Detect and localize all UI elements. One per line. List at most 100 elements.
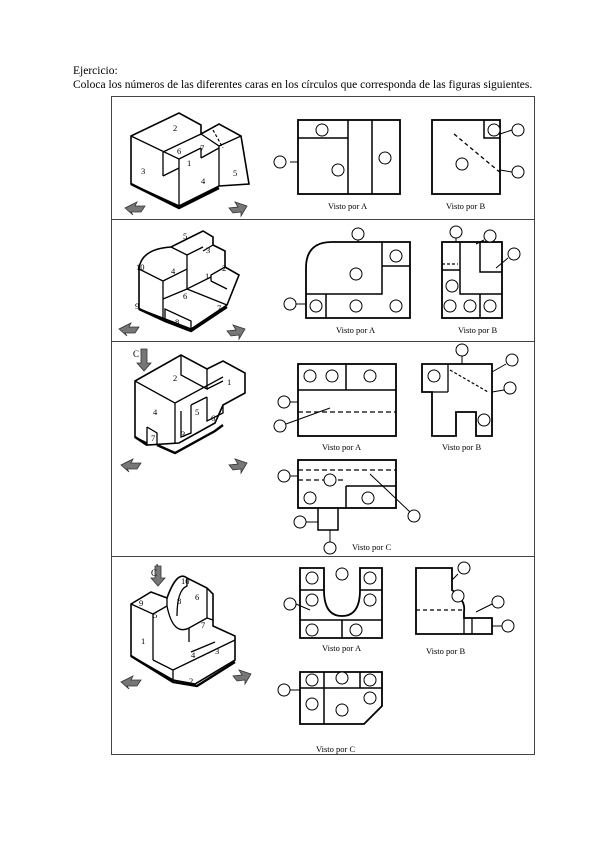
view-arrow-b-icon (232, 669, 252, 686)
view-arrow-b-icon (228, 201, 248, 218)
answer-circle[interactable] (443, 299, 457, 313)
answer-circle[interactable] (455, 343, 469, 357)
answer-circle[interactable] (363, 691, 377, 705)
face-label: 6 (195, 592, 199, 602)
answer-circle[interactable] (361, 491, 375, 505)
iso-figure-1: 2 6 7 1 3 4 5 (124, 112, 250, 218)
answer-circle[interactable] (351, 227, 365, 241)
face-label: 9 (135, 301, 139, 311)
answer-circle[interactable] (483, 299, 497, 313)
face-label: 8 (175, 317, 179, 327)
exercise-panel-4 (111, 556, 535, 755)
view-caption-c: Visto por C (352, 542, 391, 552)
view-arrow-c-icon (136, 348, 152, 372)
answer-circle[interactable] (303, 369, 317, 383)
face-label: 2 (173, 373, 177, 383)
answer-circle[interactable] (389, 299, 403, 313)
answer-circle[interactable] (315, 123, 329, 137)
exercise-title: Ejercicio: (73, 65, 118, 77)
answer-circle[interactable] (445, 279, 459, 293)
view-arrow-b-icon (226, 324, 246, 341)
view-caption-a: Visto por A (328, 201, 368, 211)
answer-circle[interactable] (451, 589, 465, 603)
face-label: 7 (200, 143, 204, 153)
answer-circle[interactable] (277, 469, 291, 483)
face-label: 10 (181, 576, 190, 586)
answer-circle[interactable] (349, 267, 363, 281)
view-caption-a: Visto por A (322, 442, 362, 452)
answer-circle[interactable] (309, 299, 323, 313)
answer-circle[interactable] (335, 703, 349, 717)
answer-circle[interactable] (487, 123, 501, 137)
answer-circle[interactable] (427, 369, 441, 383)
answer-circle[interactable] (378, 151, 392, 165)
face-label: 4 (201, 176, 206, 186)
answer-circle[interactable] (331, 163, 345, 177)
answer-circle[interactable] (303, 491, 317, 505)
answer-circle[interactable] (407, 509, 421, 523)
view-arrow-a-icon (118, 322, 140, 337)
answer-circle[interactable] (363, 593, 377, 607)
orthographic-views-3: Visto por A Visto por B Visto por C (273, 343, 519, 555)
answer-circle[interactable] (477, 413, 491, 427)
answer-circle[interactable] (483, 229, 497, 243)
answer-circle[interactable] (273, 419, 287, 433)
face-label: 5 (183, 231, 187, 241)
answer-circle[interactable] (511, 123, 525, 137)
view-caption-b: Visto por B (458, 325, 497, 335)
view-caption-c: Visto por C (316, 744, 355, 754)
answer-circle[interactable] (305, 593, 319, 607)
answer-circle[interactable] (293, 515, 307, 529)
face-label: 7 (201, 620, 205, 630)
answer-circle[interactable] (449, 225, 463, 239)
face-label: 3 (181, 429, 185, 439)
face-label: 5 (195, 407, 199, 417)
face-label: 3 (206, 245, 210, 255)
answer-circle[interactable] (277, 395, 291, 409)
view-caption-b: Visto por B (446, 201, 485, 211)
answer-circle[interactable] (503, 381, 517, 395)
answer-circle[interactable] (389, 249, 403, 263)
answer-circle[interactable] (501, 619, 515, 633)
orthographic-views-4: Visto por A Visto por B Visto por C (277, 561, 515, 754)
answer-circle[interactable] (273, 155, 287, 169)
face-label: 1 (205, 271, 209, 281)
answer-circle[interactable] (305, 571, 319, 585)
view-arrow-a-icon (120, 458, 142, 473)
answer-circle[interactable] (507, 247, 521, 261)
answer-circle[interactable] (277, 683, 291, 697)
answer-circle[interactable] (455, 157, 469, 171)
answer-circle[interactable] (457, 561, 471, 575)
face-label: 4 (191, 650, 196, 660)
iso-figure-2: 5 3 4 2 10 1 6 9 7 8 (118, 230, 246, 341)
answer-circle[interactable] (463, 299, 477, 313)
view-caption-a: Visto por A (336, 325, 376, 335)
face-label: 1 (227, 377, 231, 387)
answer-circle[interactable] (305, 697, 319, 711)
face-label: 2 (189, 676, 193, 686)
answer-circle[interactable] (511, 165, 525, 179)
answer-circle[interactable] (335, 567, 349, 581)
face-label: 3 (141, 166, 145, 176)
answer-circle[interactable] (323, 541, 337, 555)
face-label: 7 (151, 433, 155, 443)
orthographic-views-1: Visto por A Visto por B (273, 119, 525, 211)
answer-circle[interactable] (363, 571, 377, 585)
answer-circle[interactable] (491, 595, 505, 609)
answer-circle[interactable] (283, 297, 297, 311)
answer-circle[interactable] (325, 369, 339, 383)
iso-figure-4: C 10 9 8 6 5 1 7 4 3 2 (120, 563, 252, 690)
answer-circle[interactable] (363, 369, 377, 383)
answer-circle[interactable] (323, 473, 337, 487)
answer-circle[interactable] (283, 597, 297, 611)
answer-circle[interactable] (335, 671, 349, 685)
answer-circle[interactable] (305, 623, 319, 637)
answer-circle[interactable] (363, 673, 377, 687)
answer-circle[interactable] (305, 673, 319, 687)
iso-figure-3: C 2 1 4 5 6 7 3 (120, 348, 248, 475)
exercise-instruction: Coloca los números de las diferentes car… (73, 79, 533, 91)
orthographic-views-2: Visto por A Visto por B (283, 225, 521, 335)
answer-circle[interactable] (349, 623, 363, 637)
answer-circle[interactable] (505, 353, 519, 367)
answer-circle[interactable] (349, 299, 363, 313)
